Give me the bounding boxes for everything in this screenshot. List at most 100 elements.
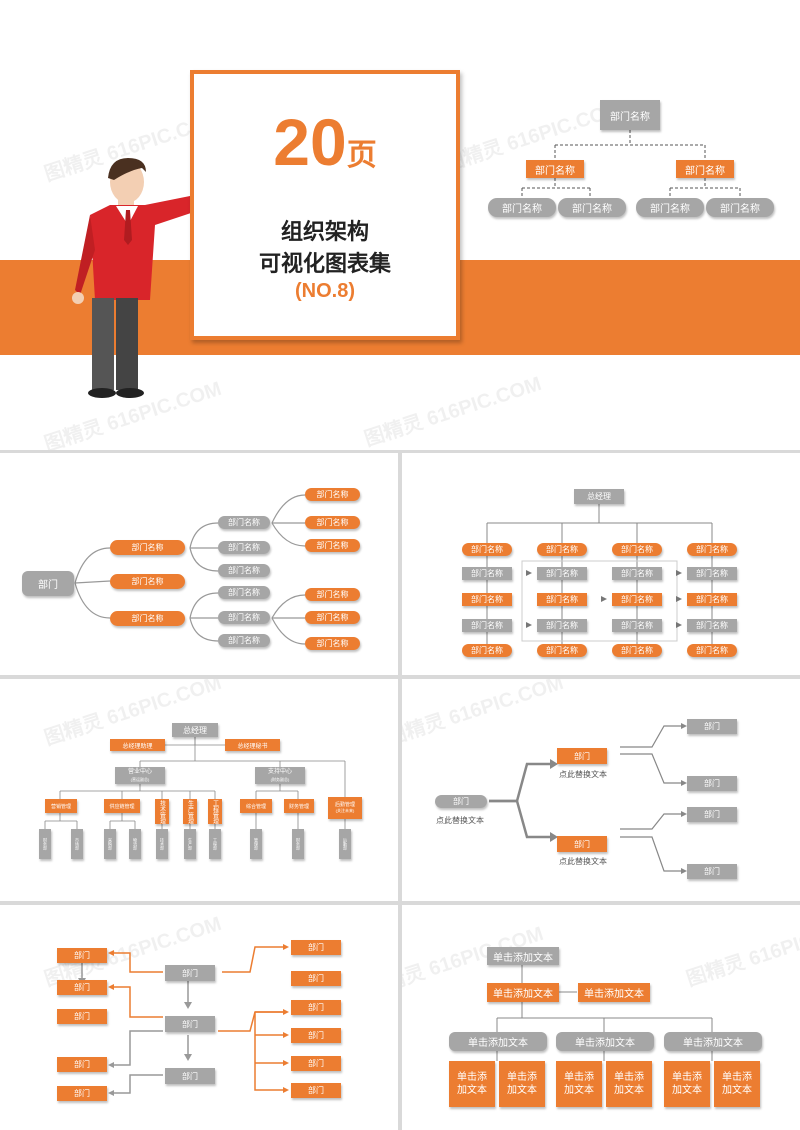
mindmap-orange[interactable]: 部门名称 [305, 516, 360, 529]
mindmap-orange[interactable]: 部门名称 [305, 539, 360, 552]
matrix-col-foot[interactable]: 部门名称 [537, 644, 587, 657]
flow-left[interactable]: 部门 [57, 1086, 107, 1101]
matrix-cell[interactable]: 部门名称 [462, 619, 512, 632]
matrix-col-head[interactable]: 部门名称 [462, 543, 512, 556]
matrix-cell[interactable]: 部门名称 [687, 567, 737, 580]
company-leaf[interactable]: 后勤部 [339, 829, 351, 859]
flow-right[interactable]: 部门 [291, 971, 341, 986]
company-leaf[interactable]: 采购部 [104, 829, 116, 859]
flow-right[interactable]: 部门 [291, 1000, 341, 1015]
slide-matrix[interactable]: 总经理 部门名称 部门名称 部门名称 部门名称 部门名称 部门名称 部门名称 部… [402, 453, 800, 675]
company-leaf[interactable]: 生产部 [184, 829, 196, 859]
mindmap-orange[interactable]: 部门名称 [305, 488, 360, 501]
matrix-cell[interactable]: 部门名称 [537, 619, 587, 632]
flow-right[interactable]: 部门 [291, 940, 341, 955]
matrix-cell[interactable]: 部门名称 [537, 593, 587, 606]
cover-org-root[interactable]: 部门名称 [600, 100, 660, 130]
mindmap-gray[interactable]: 部门名称 [218, 586, 270, 599]
slide-mindmap[interactable]: 部门 部门名称 部门名称 部门名称 部门名称 部门名称 部门名称 部门名称 部门… [0, 453, 398, 675]
matrix-cell[interactable]: 部门名称 [687, 619, 737, 632]
mindmap-orange[interactable]: 部门名称 [305, 637, 360, 650]
company-dept[interactable]: 后勤管理 (关注未来) [328, 797, 362, 819]
slide-branch[interactable]: 图精灵 616PIC.COM 部门 点此替换文本 部门 点此替换文本 部门 点此… [402, 679, 800, 901]
flow-left[interactable]: 部门 [57, 1057, 107, 1072]
company-leaf[interactable]: 技术部 [156, 829, 168, 859]
mindmap-orange[interactable]: 部门名称 [305, 588, 360, 601]
mindmap-mid[interactable]: 部门名称 [110, 611, 185, 626]
cover-org-leaf[interactable]: 部门名称 [558, 198, 626, 217]
text-tree-group[interactable]: 单击添加文本 [449, 1032, 547, 1051]
flow-center[interactable]: 部门 [165, 965, 215, 981]
text-tree-group[interactable]: 单击添加文本 [664, 1032, 762, 1051]
flow-left[interactable]: 部门 [57, 980, 107, 995]
matrix-col-foot[interactable]: 部门名称 [612, 644, 662, 657]
matrix-cell[interactable]: 部门名称 [462, 593, 512, 606]
flow-right[interactable]: 部门 [291, 1083, 341, 1098]
cover-slide[interactable]: 图精灵 616PIC.COM 图精灵 616PIC.COM 图精灵 616PIC… [0, 0, 800, 450]
text-tree-cell[interactable]: 单击添加文本 [449, 1061, 495, 1107]
company-dept[interactable]: 生产管理 [183, 799, 197, 824]
matrix-cell[interactable]: 部门名称 [687, 593, 737, 606]
company-leaf[interactable]: 市场部 [71, 829, 83, 859]
company-dept[interactable]: 供应链管理 [104, 799, 140, 813]
mindmap-mid[interactable]: 部门名称 [110, 540, 185, 555]
mindmap-gray[interactable]: 部门名称 [218, 634, 270, 647]
company-center[interactable]: 支持中心 (财务副总) [255, 767, 305, 784]
branch-leaf[interactable]: 部门 [687, 807, 737, 822]
branch-leaf[interactable]: 部门 [687, 864, 737, 879]
branch-root[interactable]: 部门 [435, 795, 487, 808]
company-dept[interactable]: 技术管理 [155, 799, 169, 824]
cover-org-mid[interactable]: 部门名称 [526, 160, 584, 178]
matrix-cell[interactable]: 部门名称 [537, 567, 587, 580]
mindmap-gray[interactable]: 部门名称 [218, 611, 270, 624]
matrix-col-foot[interactable]: 部门名称 [687, 644, 737, 657]
flow-center[interactable]: 部门 [165, 1016, 215, 1032]
slide-company-org[interactable]: 图精灵 616PIC.COM [0, 679, 398, 901]
mindmap-gray[interactable]: 部门名称 [218, 541, 270, 554]
slide-text-tree[interactable]: 图精灵 616PIC.COM 图精灵 616PIC.COM 单击添加文本 单击添… [402, 905, 800, 1130]
branch-leaf[interactable]: 部门 [687, 776, 737, 791]
branch-leaf[interactable]: 部门 [687, 719, 737, 734]
text-tree-cell[interactable]: 单击添加文本 [664, 1061, 710, 1107]
company-dept[interactable]: 营销管理 [45, 799, 77, 813]
company-root[interactable]: 总经理 [172, 723, 218, 737]
mindmap-root[interactable]: 部门 [22, 571, 74, 596]
matrix-cell[interactable]: 部门名称 [462, 567, 512, 580]
company-dept[interactable]: 财务管理 [284, 799, 314, 813]
cover-org-leaf[interactable]: 部门名称 [636, 198, 704, 217]
mindmap-gray[interactable]: 部门名称 [218, 516, 270, 529]
company-center[interactable]: 营业中心 (营运副总) [115, 767, 165, 784]
matrix-cell[interactable]: 部门名称 [612, 619, 662, 632]
company-leaf[interactable]: 管理部 [250, 829, 262, 859]
cover-org-leaf[interactable]: 部门名称 [488, 198, 556, 217]
company-dept[interactable]: 综合管理 [240, 799, 272, 813]
company-secretary[interactable]: 总经理秘书 [225, 739, 280, 751]
slide-flow[interactable]: 图精灵 616PIC.COM [0, 905, 398, 1130]
mindmap-gray[interactable]: 部门名称 [218, 564, 270, 577]
mindmap-mid[interactable]: 部门名称 [110, 574, 185, 589]
text-tree-cell[interactable]: 单击添加文本 [499, 1061, 545, 1107]
text-tree-group[interactable]: 单击添加文本 [556, 1032, 654, 1051]
text-tree-mid[interactable]: 单击添加文本 [578, 983, 650, 1002]
matrix-col-head[interactable]: 部门名称 [687, 543, 737, 556]
cover-org-leaf[interactable]: 部门名称 [706, 198, 774, 217]
flow-right[interactable]: 部门 [291, 1056, 341, 1071]
text-tree-mid[interactable]: 单击添加文本 [487, 983, 559, 1002]
company-assistant[interactable]: 总经理助理 [110, 739, 165, 751]
flow-left[interactable]: 部门 [57, 948, 107, 963]
text-tree-root[interactable]: 单击添加文本 [487, 947, 559, 965]
company-leaf[interactable]: 财务部 [292, 829, 304, 859]
cover-org-mid[interactable]: 部门名称 [676, 160, 734, 178]
company-dept[interactable]: 工程管理 [208, 799, 222, 824]
matrix-root[interactable]: 总经理 [574, 489, 624, 504]
text-tree-cell[interactable]: 单击添加文本 [714, 1061, 760, 1107]
matrix-col-head[interactable]: 部门名称 [537, 543, 587, 556]
mindmap-orange[interactable]: 部门名称 [305, 611, 360, 624]
company-leaf[interactable]: 工程部 [209, 829, 221, 859]
matrix-cell[interactable]: 部门名称 [612, 593, 662, 606]
text-tree-cell[interactable]: 单击添加文本 [556, 1061, 602, 1107]
matrix-cell[interactable]: 部门名称 [612, 567, 662, 580]
company-leaf[interactable]: 物流部 [129, 829, 141, 859]
flow-center[interactable]: 部门 [165, 1068, 215, 1084]
branch-mid[interactable]: 部门 [557, 836, 607, 852]
